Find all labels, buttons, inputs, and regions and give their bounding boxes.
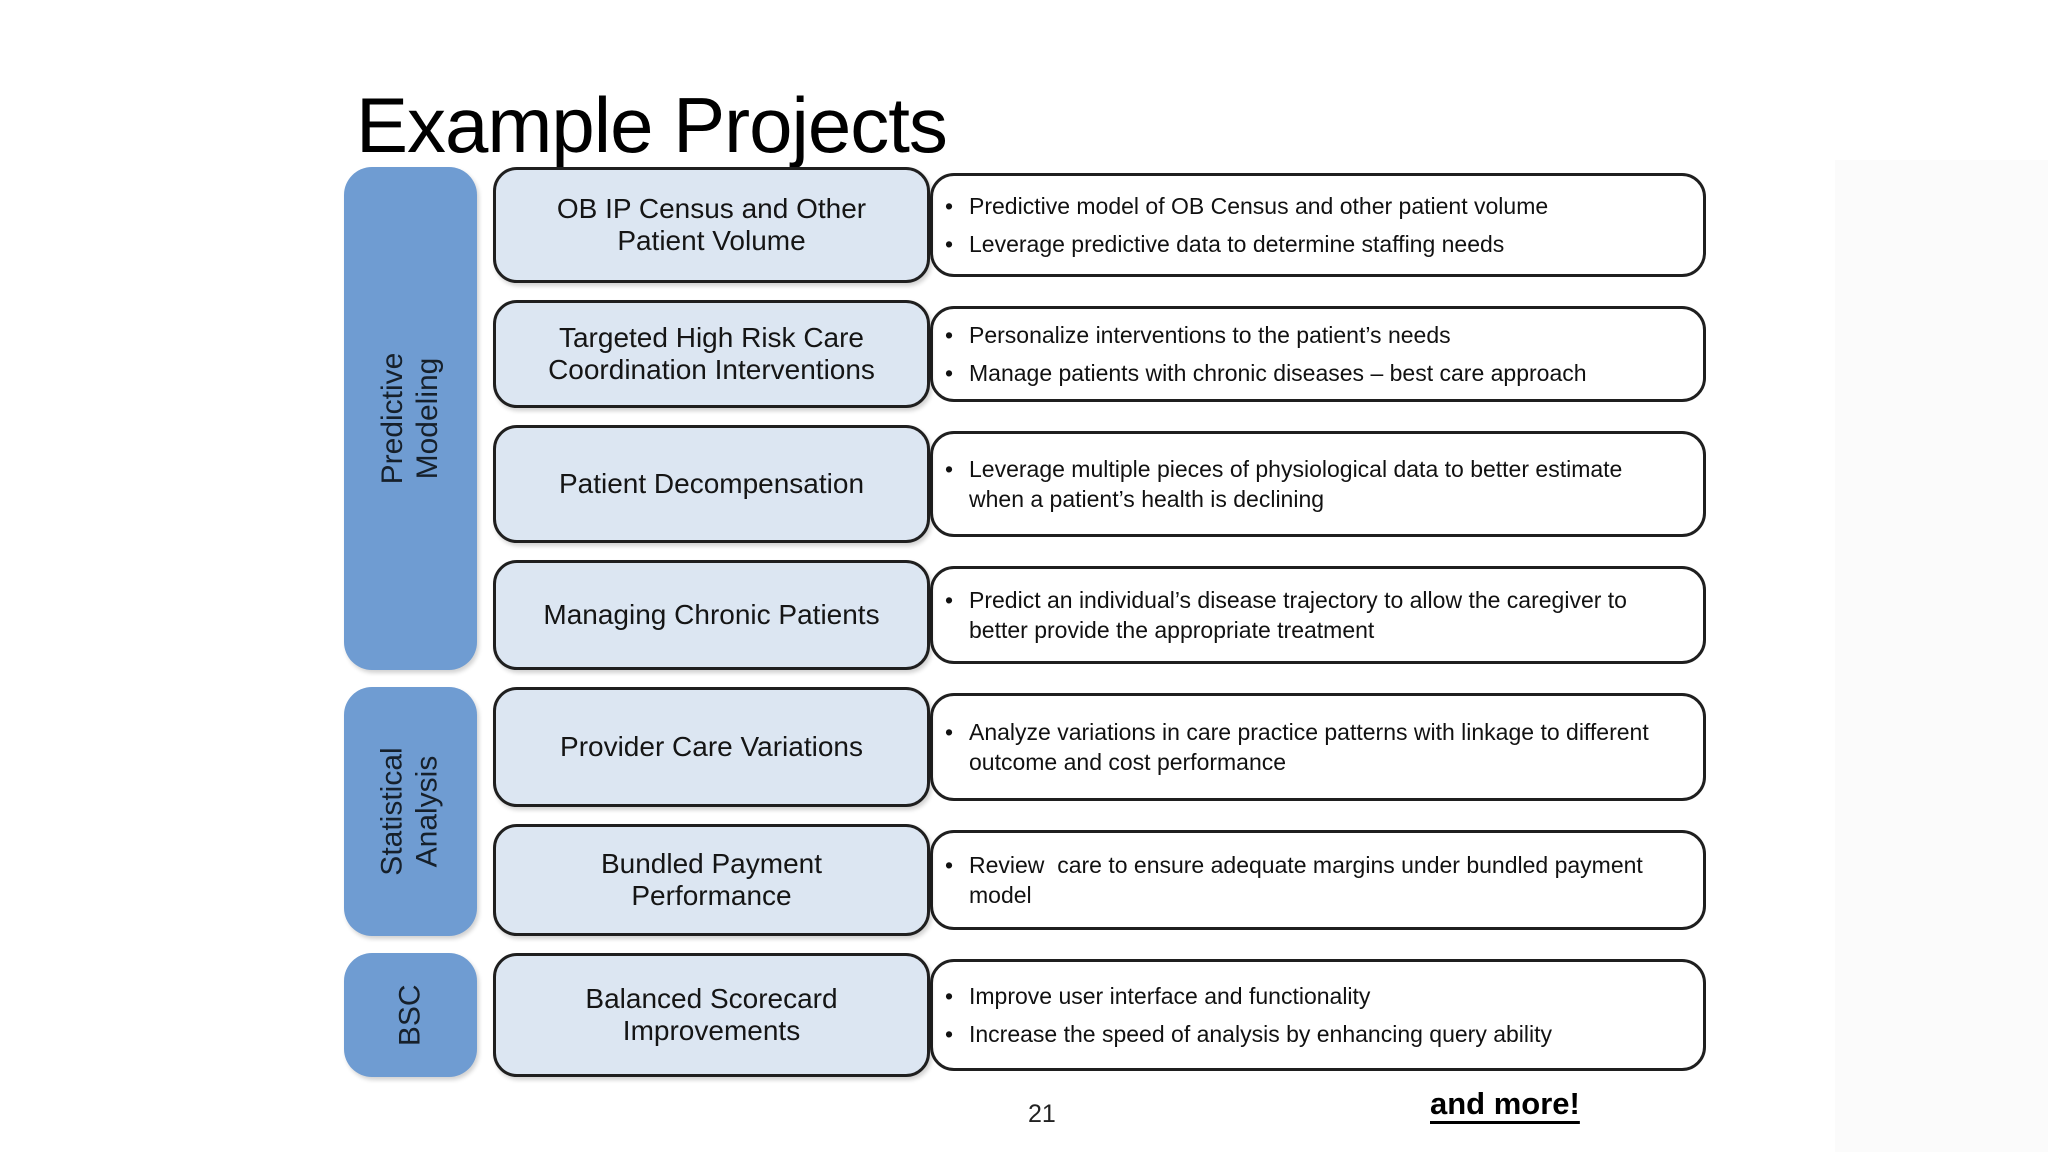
project-box: Provider Care Variations xyxy=(493,687,930,807)
project-box: OB IP Census and Other Patient Volume xyxy=(493,167,930,283)
project-box: Managing Chronic Patients xyxy=(493,560,930,670)
bullet-text: Increase the speed of analysis by enhanc… xyxy=(969,1021,1553,1047)
category-label: Statistical Analysis xyxy=(375,747,444,876)
bullet-text: Manage patients with chronic diseases – … xyxy=(969,360,1587,386)
bullet-marker: • xyxy=(945,851,954,878)
project-detail-box: • Analyze variations in care practice pat… xyxy=(930,693,1706,801)
bullet-marker: • xyxy=(945,586,954,613)
project-label: OB IP Census and Other Patient Volume xyxy=(556,193,867,256)
bullet-marker: • xyxy=(945,192,954,219)
bullet-marker: • xyxy=(945,718,954,745)
project-label: Patient Decompensation xyxy=(558,468,865,499)
project-detail-box: • Predictive model of OB Census and other… xyxy=(930,173,1706,277)
bullet-marker: • xyxy=(945,231,954,257)
bullet-marker: • xyxy=(945,455,954,482)
bullet-text: Personalize interventions to the patient… xyxy=(969,321,1451,348)
category-predictive-modeling: Predictive Modeling xyxy=(344,167,477,670)
bullet-text: Predict an individual’s disease trajecto… xyxy=(969,586,1634,643)
bullet-item: • Predict an individual’s disease traject… xyxy=(945,585,1673,646)
bullet-item: • Leverage predictive data to determine s… xyxy=(945,229,1673,259)
bullet-item: • Analyze variations in care practice pat… xyxy=(945,717,1673,778)
bullet-text: Review care to ensure adequate margins u… xyxy=(969,851,1650,908)
bullet-item: • Leverage multiple pieces of physiologic… xyxy=(945,454,1673,515)
category-label: BSC xyxy=(393,984,427,1046)
bullet-item: • Increase the speed of analysis by enhan… xyxy=(945,1019,1673,1049)
bullet-marker: • xyxy=(945,1021,954,1047)
project-box: Balanced Scorecard Improvements xyxy=(493,953,930,1077)
project-label: Provider Care Variations xyxy=(560,731,863,762)
bullet-text: Analyze variations in care practice patt… xyxy=(969,718,1656,775)
bullet-marker: • xyxy=(945,360,954,386)
project-detail-box: • Improve user interface and functionalit… xyxy=(930,959,1706,1071)
category-bsc: BSC xyxy=(344,953,477,1077)
bullet-text: Leverage multiple pieces of physiologica… xyxy=(969,455,1629,512)
bullet-item: • Improve user interface and functionalit… xyxy=(945,981,1673,1011)
bullet-marker: • xyxy=(945,321,954,348)
page-title: Example Projects xyxy=(356,81,948,170)
background-band xyxy=(1835,160,2048,1152)
bullet-item: • Personalize interventions to the patien… xyxy=(945,320,1673,350)
bullet-text: Predictive model of OB Census and other … xyxy=(969,192,1549,219)
project-label: Balanced Scorecard Improvements xyxy=(585,983,838,1046)
projects-diagram: Predictive Modeling Statistical Analysis… xyxy=(344,167,1706,1077)
bullet-item: • Predictive model of OB Census and other… xyxy=(945,191,1673,221)
project-detail-box: • Leverage multiple pieces of physiologic… xyxy=(930,431,1706,537)
project-detail-box: • Review care to ensure adequate margins … xyxy=(930,830,1706,930)
bullet-item: • Review care to ensure adequate margins … xyxy=(945,850,1673,911)
project-detail-box: • Predict an individual’s disease traject… xyxy=(930,566,1706,664)
bullet-text: Improve user interface and functionality xyxy=(969,982,1371,1009)
page-number: 21 xyxy=(1028,1100,1056,1128)
category-statistical-analysis: Statistical Analysis xyxy=(344,687,477,936)
project-box: Targeted High Risk Care Coordination Int… xyxy=(493,300,930,408)
bullet-item: • Manage patients with chronic diseases –… xyxy=(945,358,1673,388)
project-label: Targeted High Risk Care Coordination Int… xyxy=(548,322,875,385)
project-detail-box: • Personalize interventions to the patien… xyxy=(930,306,1706,402)
project-box: Bundled Payment Performance xyxy=(493,824,930,936)
category-label: Predictive Modeling xyxy=(376,352,444,485)
project-label: Bundled Payment Performance xyxy=(600,848,823,911)
project-label: Managing Chronic Patients xyxy=(543,599,880,630)
project-box: Patient Decompensation xyxy=(493,425,930,543)
bullet-marker: • xyxy=(945,982,954,1009)
bullet-text: Leverage predictive data to determine st… xyxy=(969,231,1505,257)
and-more-label: and more! xyxy=(1430,1086,1580,1121)
